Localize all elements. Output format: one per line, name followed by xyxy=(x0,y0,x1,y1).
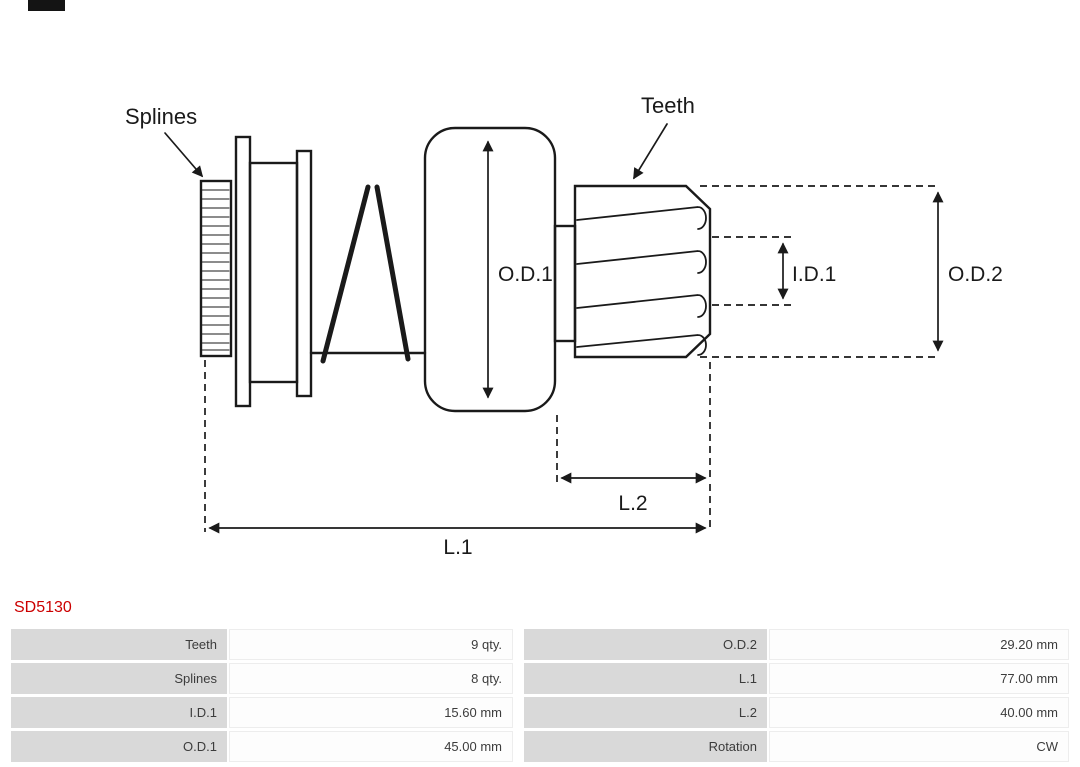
pinion-gear xyxy=(573,184,712,359)
spec-label: L.1 xyxy=(524,663,767,694)
dimension-arrows xyxy=(164,123,944,534)
diagram-labels: Splines Teeth O.D.1 I.D.1 O.D.2 L.2 L.1 xyxy=(125,93,1003,559)
teeth-label: Teeth xyxy=(641,93,695,118)
spline-hatch xyxy=(201,189,230,351)
engagement-spring xyxy=(320,184,411,364)
spec-label: Rotation xyxy=(524,731,767,762)
spec-label: I.D.1 xyxy=(11,697,227,728)
spec-value: 77.00 mm xyxy=(769,663,1069,694)
splines-label: Splines xyxy=(125,104,197,129)
spec-label: Teeth xyxy=(11,629,227,660)
spec-value: 9 qty. xyxy=(229,629,513,660)
spec-label: L.2 xyxy=(524,697,767,728)
od1-label: O.D.1 xyxy=(498,263,553,286)
teeth-callout-arrow xyxy=(633,123,668,180)
flange-discs xyxy=(234,135,313,408)
spec-value: 15.60 mm xyxy=(229,697,513,728)
part-diagram: Splines Teeth O.D.1 I.D.1 O.D.2 L.2 L.1 xyxy=(125,93,1003,559)
spec-label: Splines xyxy=(11,663,227,694)
neck-section xyxy=(553,224,577,343)
spec-value: 40.00 mm xyxy=(769,697,1069,728)
extension-lines xyxy=(204,185,938,532)
spec-value: 8 qty. xyxy=(229,663,513,694)
od2-label: O.D.2 xyxy=(948,263,1003,286)
spec-row: Splines 8 qty. L.1 77.00 mm xyxy=(11,663,1069,694)
spec-label: O.D.2 xyxy=(524,629,767,660)
spec-row: Teeth 9 qty. O.D.2 29.20 mm xyxy=(11,629,1069,660)
logo-fragment xyxy=(28,0,65,11)
spec-value: 29.20 mm xyxy=(769,629,1069,660)
id1-label: I.D.1 xyxy=(792,263,836,286)
spec-table: Teeth 9 qty. O.D.2 29.20 mm Splines 8 qt… xyxy=(11,629,1069,762)
l2-label: L.2 xyxy=(618,492,647,515)
spec-value: 45.00 mm xyxy=(229,731,513,762)
l1-label: L.1 xyxy=(443,536,472,559)
spec-label: O.D.1 xyxy=(11,731,227,762)
spec-row: O.D.1 45.00 mm Rotation CW xyxy=(11,731,1069,762)
spec-value: CW xyxy=(769,731,1069,762)
splined-shaft-end xyxy=(199,179,233,358)
gear-teeth-lines xyxy=(576,206,707,356)
splines-callout-arrow xyxy=(164,132,204,178)
spec-row: I.D.1 15.60 mm L.2 40.00 mm xyxy=(11,697,1069,728)
part-number: SD5130 xyxy=(14,599,72,616)
